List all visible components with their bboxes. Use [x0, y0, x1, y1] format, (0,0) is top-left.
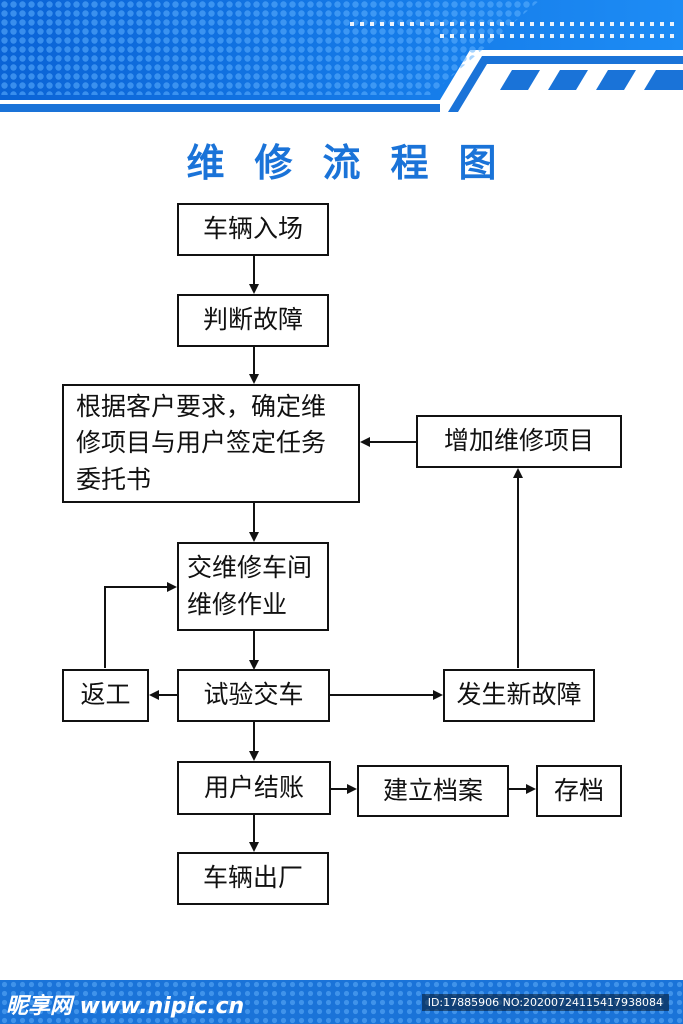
node-vehicle-exit: 车辆出厂 [177, 852, 329, 905]
node-new-fault: 发生新故障 [443, 669, 595, 722]
node-settlement: 用户结账 [177, 761, 331, 815]
node-archive: 存档 [536, 765, 622, 817]
header-banner [0, 0, 683, 112]
node-create-file: 建立档案 [357, 765, 509, 817]
node-vehicle-entry: 车辆入场 [177, 203, 329, 256]
node-workshop-repair: 交维修车间维修作业 [177, 542, 329, 631]
node-rework: 返工 [62, 669, 149, 722]
node-diagnose: 判断故障 [177, 294, 329, 347]
page-title: 维修流程图 [186, 141, 527, 185]
footer-banner [0, 980, 683, 1024]
node-confirm-items: 根据客户要求，确定维修项目与用户签定任务委托书 [62, 384, 360, 503]
node-test-delivery: 试验交车 [177, 669, 330, 722]
node-add-items: 增加维修项目 [416, 415, 622, 468]
watermark-id: ID:17885906 NO:20200724115417938084 [421, 994, 669, 1011]
arrow-rework-to-workshop [104, 582, 177, 668]
watermark-logo: 昵享网 www.nipic.cn [6, 994, 245, 1019]
